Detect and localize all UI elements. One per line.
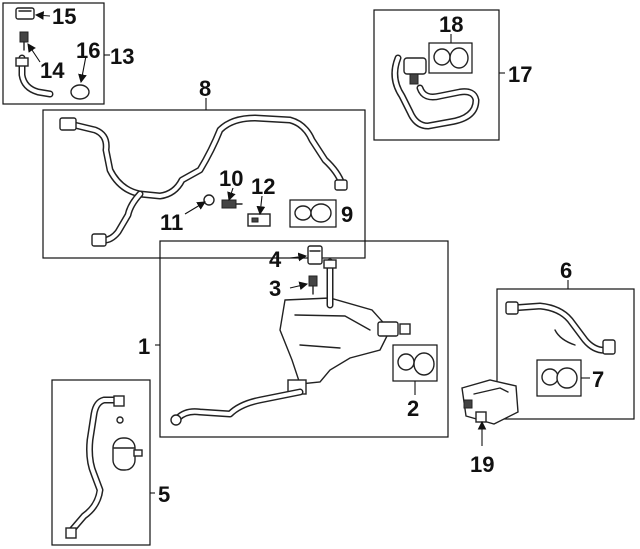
callout-3: 3 [269, 276, 281, 301]
callout-18: 18 [439, 12, 463, 37]
o-ring-part [70, 84, 90, 100]
seal-kit-2 [392, 344, 438, 382]
callout-14: 14 [40, 58, 65, 83]
group-13-valve-kit: 15 14 16 13 [2, 2, 134, 105]
callout-7: 7 [592, 367, 604, 392]
o-ring-part [203, 194, 215, 206]
seal-kit-9 [289, 199, 337, 228]
seal-kit-18 [428, 42, 473, 74]
cap-part [307, 245, 323, 265]
drier-canister-part [112, 437, 143, 471]
callout-16: 16 [76, 38, 100, 63]
callout-15: 15 [52, 4, 76, 29]
valve-block-part [279, 297, 411, 395]
group-8-frame [42, 109, 366, 259]
group-6-hose-assembly: 6 7 [496, 258, 635, 420]
group-13-frame [2, 2, 105, 105]
callout-4: 4 [269, 247, 282, 272]
valve-core-part [19, 31, 29, 51]
group-5-receiver-drier: 5 [51, 379, 170, 546]
group-8-hose-assembly: 8 11 10 12 9 [42, 76, 366, 259]
callout-1: 1 [138, 334, 150, 359]
callout-12: 12 [251, 174, 275, 199]
valve-part [221, 199, 243, 209]
group-17-hose-assembly: 18 17 [373, 9, 532, 141]
callout-17: 17 [508, 62, 532, 87]
pressure-sensor-part [247, 213, 271, 227]
group-1-frame [159, 240, 449, 438]
callout-19: 19 [470, 452, 494, 477]
callout-9: 9 [341, 202, 353, 227]
cap-part [15, 7, 35, 20]
group-17-frame [373, 9, 500, 141]
group-6-frame [496, 288, 635, 420]
group-5-frame [51, 379, 151, 546]
callout-2: 2 [407, 396, 419, 421]
callout-13: 13 [110, 44, 134, 69]
callout-6: 6 [560, 258, 572, 283]
callout-5: 5 [158, 482, 170, 507]
callout-11: 11 [160, 210, 183, 235]
part-19-module: 19 [461, 379, 519, 477]
callout-10: 10 [219, 166, 243, 191]
valve-core-part [308, 275, 318, 295]
callout-8: 8 [199, 76, 211, 101]
seal-kit-7 [536, 359, 582, 397]
group-1-valve-assembly: 1 4 3 [138, 240, 449, 438]
